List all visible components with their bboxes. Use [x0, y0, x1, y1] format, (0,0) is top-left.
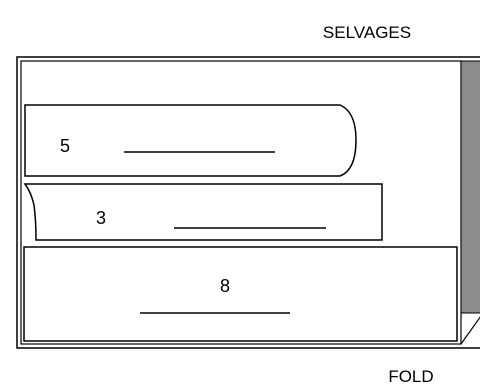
pattern-piece-5 — [24, 104, 357, 177]
pattern-piece-3-number: 3 — [96, 208, 106, 228]
fold-band — [460, 60, 480, 314]
pattern-piece-8-number: 8 — [220, 276, 230, 296]
selvages-label: SELVAGES — [323, 23, 411, 42]
fold-label: FOLD — [388, 367, 433, 386]
pattern-piece-5-number: 5 — [60, 136, 70, 156]
pattern-piece-8 — [23, 246, 458, 342]
fold-band-diagonal — [460, 316, 480, 345]
fabric-outer-border — [16, 56, 480, 349]
pattern-piece-3 — [23, 183, 383, 241]
